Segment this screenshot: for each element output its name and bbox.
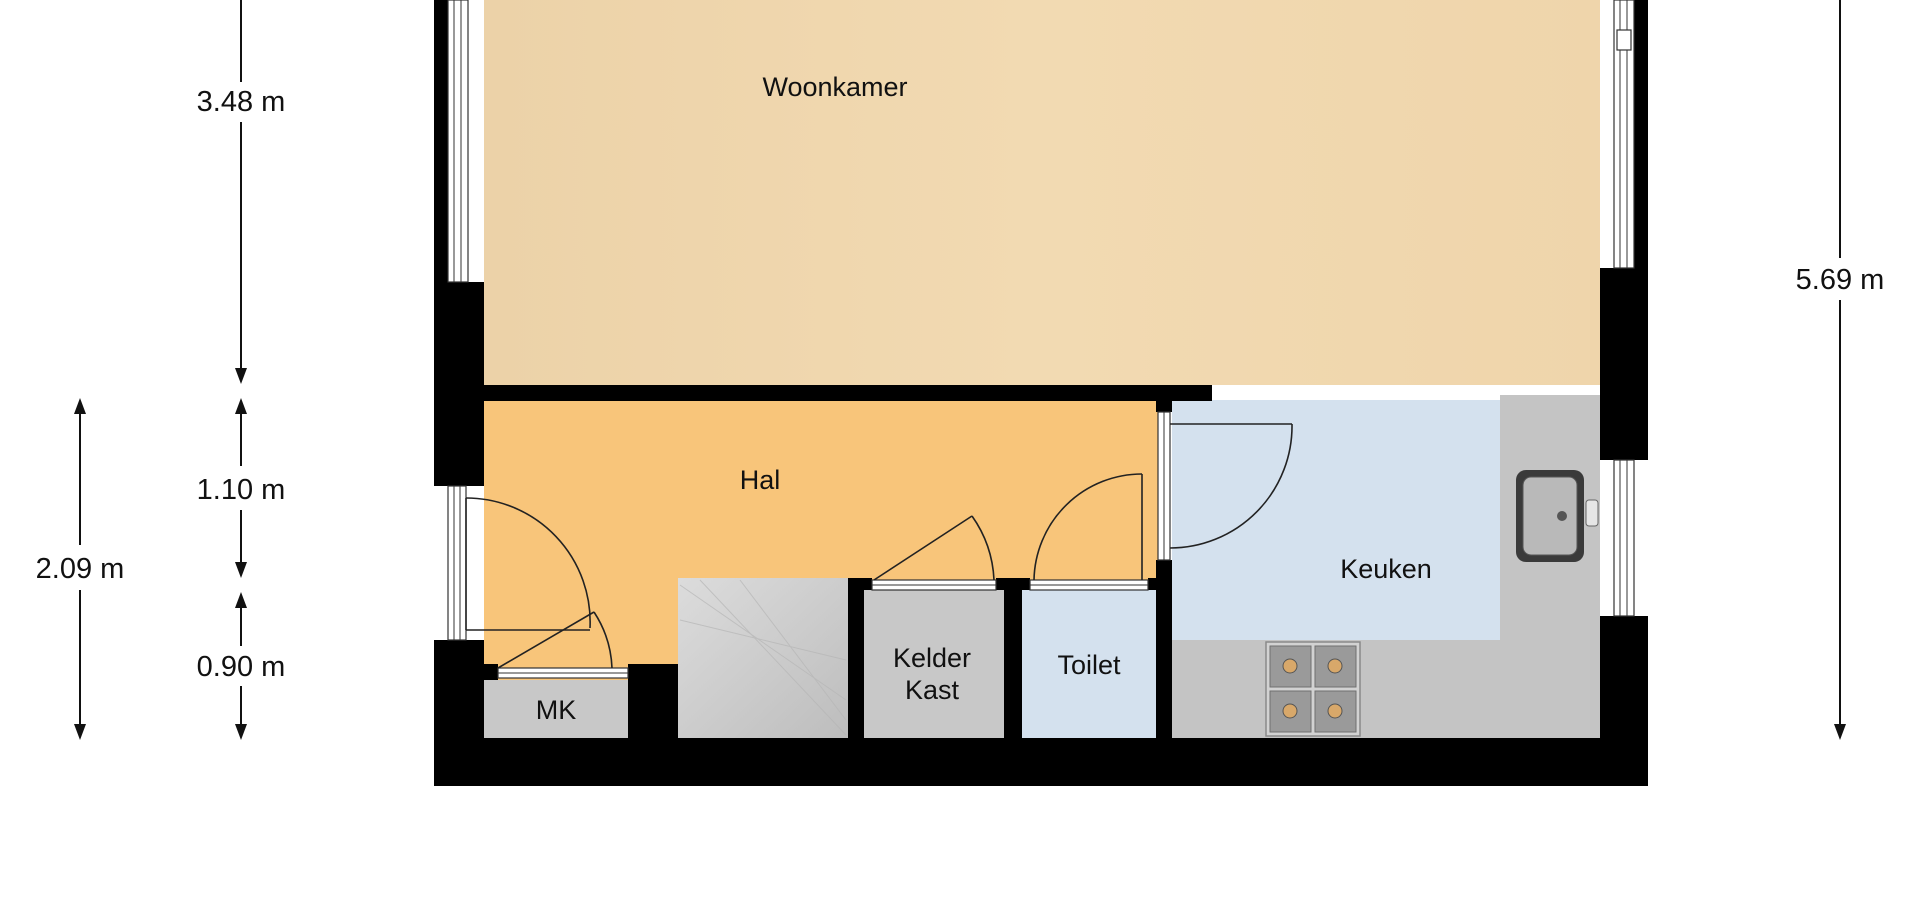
door-frame-kelder: [871, 579, 997, 591]
dimension-segment-middle: 1.10 m: [197, 398, 286, 578]
door-frame-toilet: [1029, 579, 1149, 591]
room-label-kelder: Kelder: [893, 643, 971, 673]
stove-icon: [1265, 641, 1361, 737]
dimension-label-top: 3.48 m: [197, 86, 286, 118]
kitchen-counter-bottom: [1172, 640, 1600, 738]
door-swing-toilet: [1033, 473, 1143, 581]
window-right-bottom: [1613, 459, 1635, 617]
kelder-kast-floor: [864, 590, 1004, 738]
door-swing-kelder: [873, 515, 995, 581]
dimension-segment-top: 3.48 m: [197, 0, 286, 384]
dimension-segment-bottom: 0.90 m: [197, 592, 286, 740]
room-label-mk: MK: [536, 695, 577, 725]
room-label-hal: Hal: [740, 465, 781, 495]
hal-floor: [484, 400, 1158, 580]
dimension-label-left-total: 2.09 m: [36, 553, 125, 585]
window-left-top: [447, 0, 469, 283]
kitchen-sink-icon: [1516, 470, 1599, 562]
door-frame-mk: [497, 667, 629, 679]
room-label-keuken: Keuken: [1340, 554, 1432, 584]
door-swing-front: [465, 497, 591, 631]
window-right-top: [1613, 0, 1635, 269]
room-label-toilet: Toilet: [1057, 650, 1121, 680]
woonkamer-floor: [484, 0, 1600, 385]
walls: [434, 0, 1648, 786]
dimension-label-right-total: 5.69 m: [1796, 264, 1885, 296]
stairs-floor: [678, 578, 848, 738]
toilet-floor: [1022, 590, 1156, 738]
staircase-icon: [679, 579, 847, 736]
dimension-label-middle: 1.10 m: [197, 474, 286, 506]
door-swing-keuken: [1169, 423, 1293, 549]
room-label-kast: Kast: [905, 675, 960, 705]
dimension-label-bottom: 0.90 m: [197, 651, 286, 683]
dimension-left-total: 2.09 m: [36, 398, 125, 740]
mk-floor: [484, 680, 628, 738]
dimension-right-total: 5.69 m: [1796, 0, 1885, 740]
door-frame-keuken: [1157, 411, 1171, 561]
room-label-woonkamer: Woonkamer: [762, 72, 907, 102]
door-swing-mk: [497, 611, 613, 669]
keuken-floor: [1172, 400, 1500, 640]
window-left-bottom: [447, 485, 467, 641]
